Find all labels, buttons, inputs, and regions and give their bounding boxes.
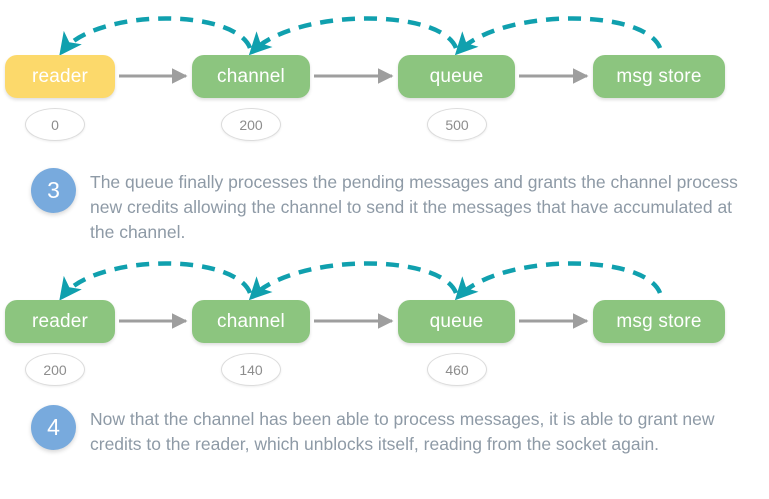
node-queue[interactable]: queue xyxy=(398,55,515,98)
node-msg-store[interactable]: msg store xyxy=(593,300,725,343)
row-2-credit-arc-queue-to-channel xyxy=(248,261,459,301)
node-label: msg store xyxy=(616,310,702,332)
step-description: The queue finally processes the pending … xyxy=(90,172,738,242)
node-reader[interactable]: reader xyxy=(5,300,115,343)
node-reader[interactable]: reader xyxy=(5,55,115,98)
node-msg-store[interactable]: msg store xyxy=(593,55,725,98)
node-channel[interactable]: channel xyxy=(192,55,310,98)
step-3: 3 The queue finally processes the pendin… xyxy=(0,168,769,245)
node-label: queue xyxy=(429,65,484,87)
step-number-badge: 4 xyxy=(31,405,76,450)
step-description: Now that the channel has been able to pr… xyxy=(90,409,715,454)
credit-value: 200 xyxy=(43,361,67,378)
credit-badge-queue: 500 xyxy=(427,108,487,141)
credit-value: 460 xyxy=(445,361,469,378)
node-label: reader xyxy=(31,310,89,332)
credit-badge-queue: 460 xyxy=(427,353,487,386)
node-channel[interactable]: channel xyxy=(192,300,310,343)
diagram-row-2: reader channel queue msg store 200 140 4… xyxy=(0,245,769,395)
credit-badge-reader: 0 xyxy=(25,108,85,141)
node-label: queue xyxy=(429,310,484,332)
row-1-credit-arc-queue-to-channel xyxy=(248,16,459,56)
step-number-badge: 3 xyxy=(31,168,76,213)
row-1-credit-arc-msgstore-to-queue xyxy=(454,16,663,56)
row-2-credit-arc-channel-to-reader xyxy=(59,261,253,301)
row-2-credit-arc-msgstore-to-queue xyxy=(454,261,663,301)
credit-value: 0 xyxy=(51,116,59,133)
credit-badge-reader: 200 xyxy=(25,353,85,386)
credit-badge-channel: 200 xyxy=(221,108,281,141)
step-4: 4 Now that the channel has been able to … xyxy=(0,405,769,457)
credit-value: 140 xyxy=(239,361,263,378)
credit-value: 500 xyxy=(445,116,469,133)
diagram-row-1: reader channel queue msg store 0 200 500 xyxy=(0,0,769,150)
node-label: channel xyxy=(217,310,285,332)
node-label: reader xyxy=(31,65,89,87)
node-label: msg store xyxy=(616,65,702,87)
credit-value: 200 xyxy=(239,116,263,133)
row-1-credit-arc-channel-to-reader xyxy=(59,16,253,56)
credit-badge-channel: 140 xyxy=(221,353,281,386)
node-label: channel xyxy=(217,65,285,87)
node-queue[interactable]: queue xyxy=(398,300,515,343)
